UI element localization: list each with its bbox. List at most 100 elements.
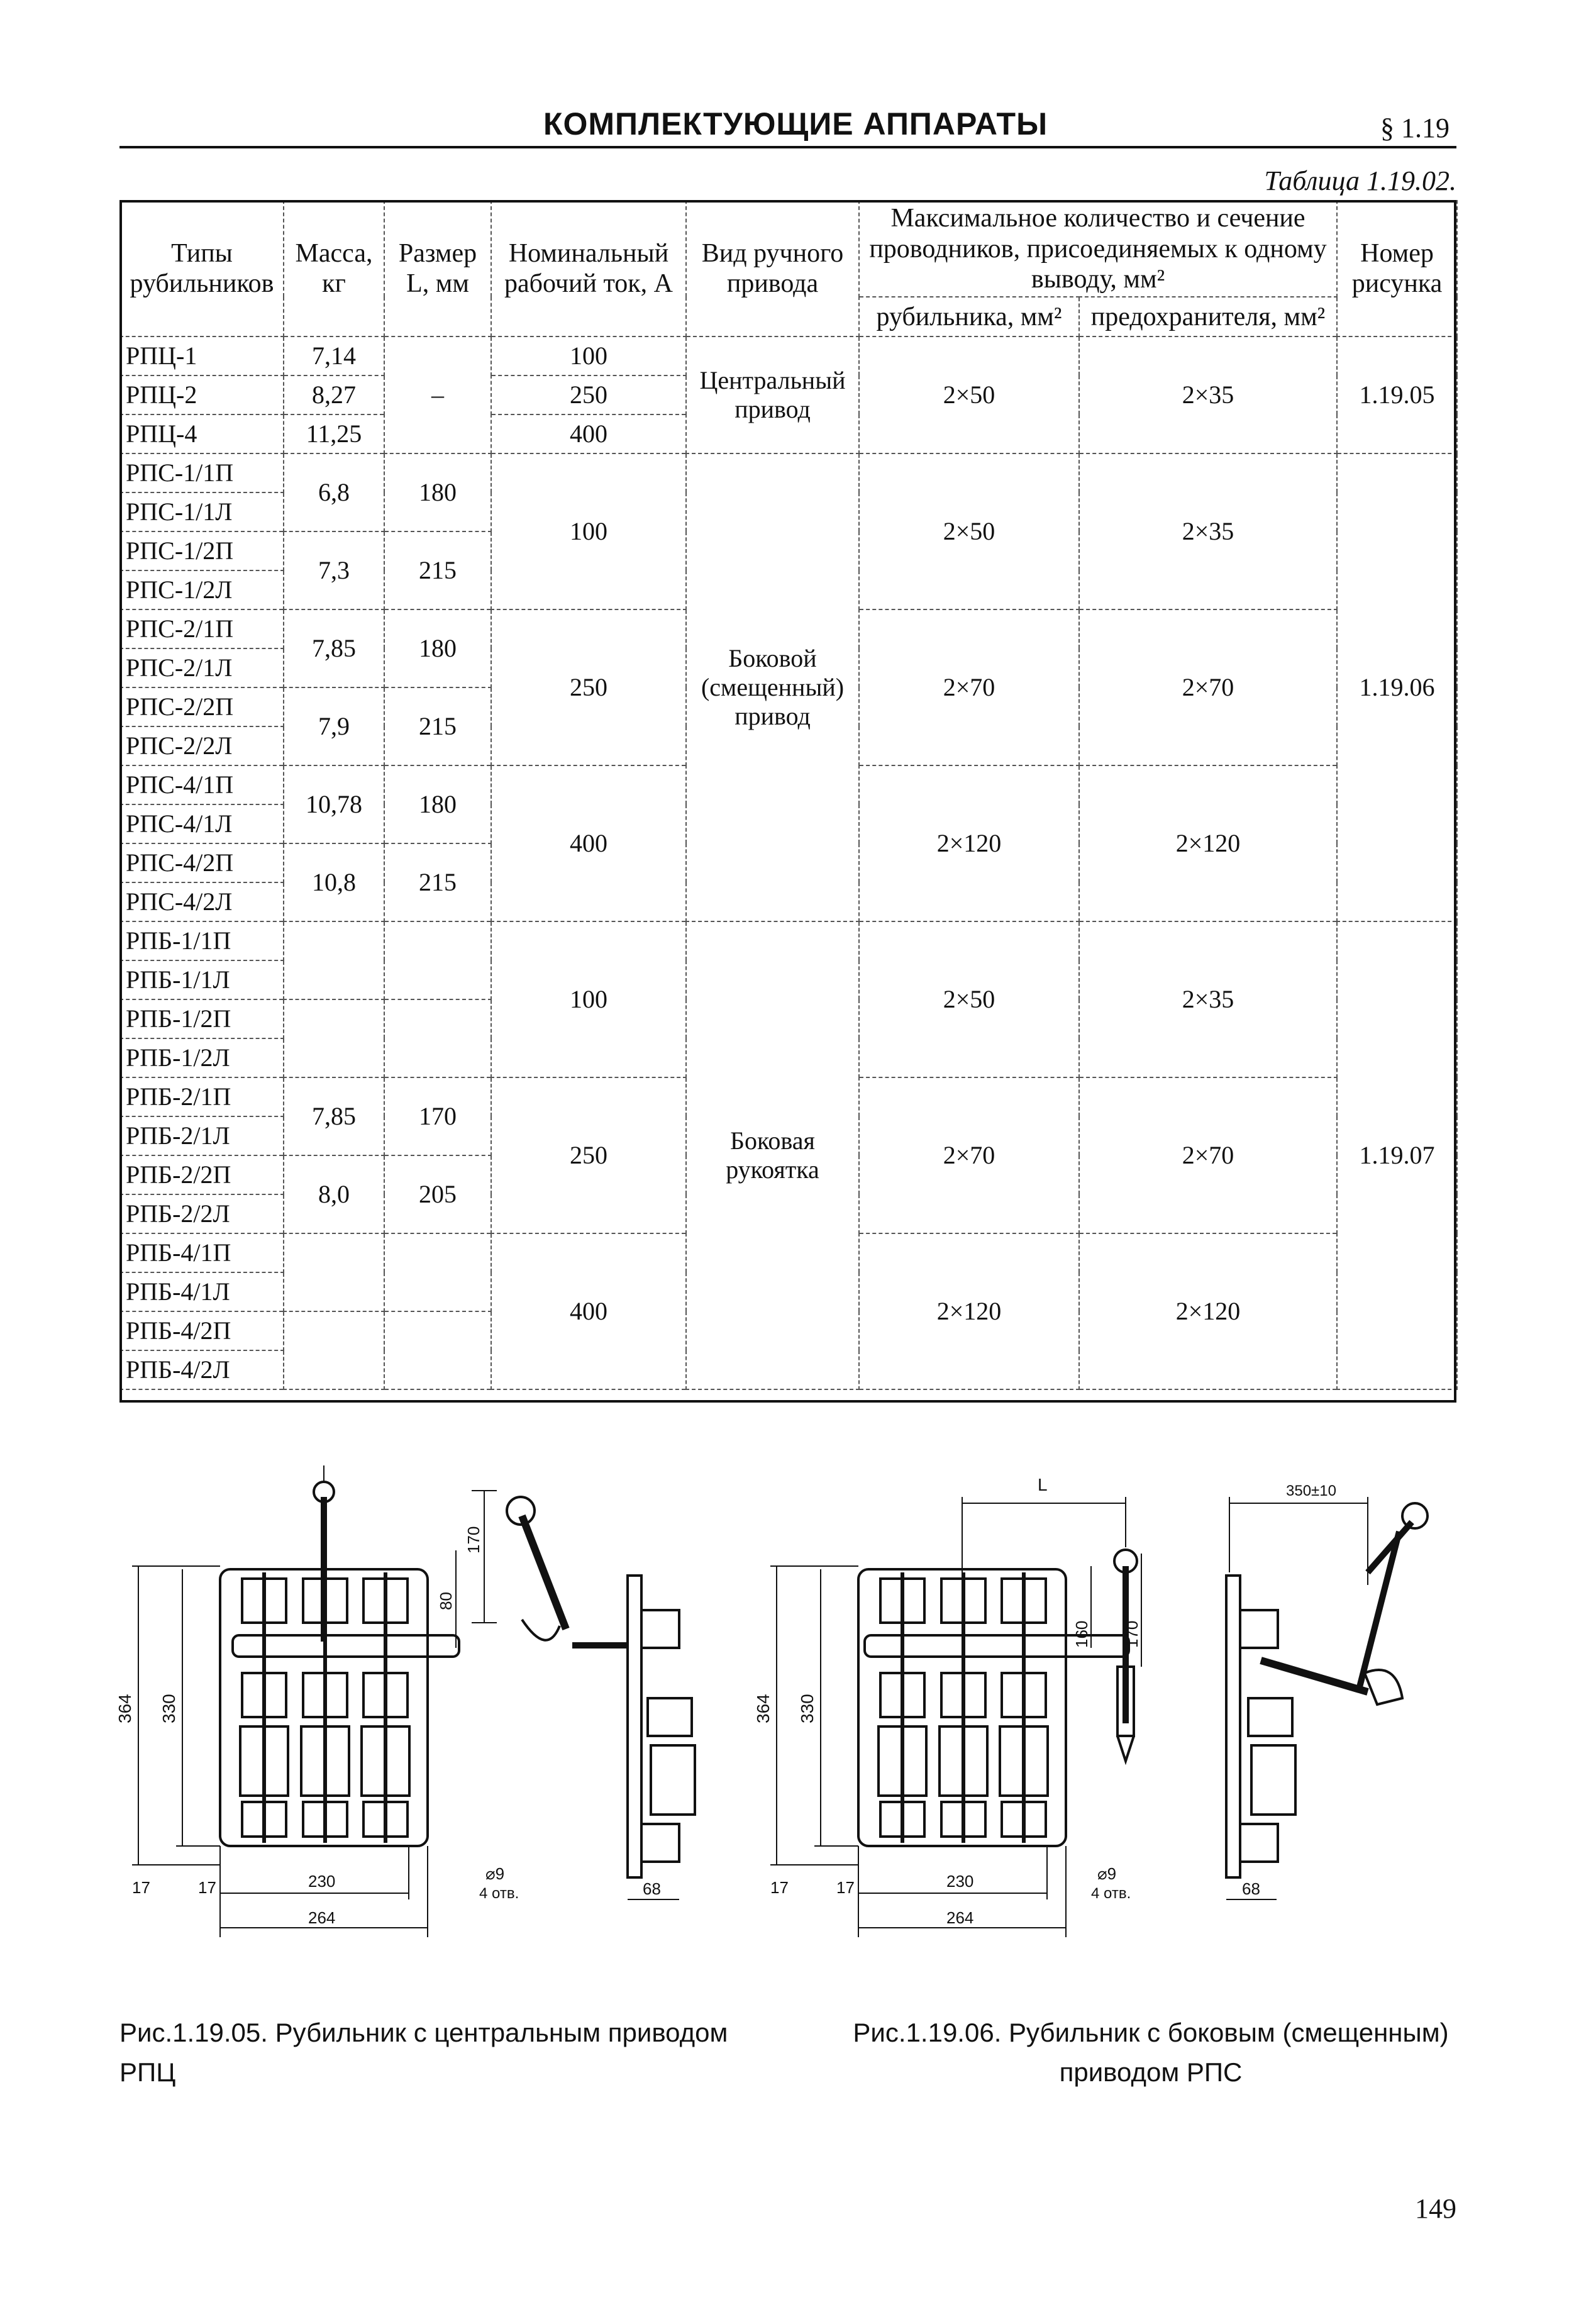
dim-17-b: 17 xyxy=(198,1878,216,1897)
cell-switch-section: 2×120 xyxy=(858,1233,1080,1390)
figure-2-caption: Рис.1.19.06. Рубильник с боковым (смещен… xyxy=(853,2018,1449,2087)
page-header-title: КОМПЛЕКТУЮЩИЕ АППАРАТЫ xyxy=(543,106,1048,142)
cell-size-empty xyxy=(384,999,492,1078)
cell-size-empty xyxy=(384,1311,492,1390)
table-row-type: РПС-4/1Л xyxy=(119,804,284,844)
cell-current: 100 xyxy=(491,921,687,1078)
table-row-type: РПБ-4/2П xyxy=(119,1311,284,1351)
dim-lines-left xyxy=(770,1565,858,1865)
cell-size: 215 xyxy=(384,843,492,922)
cell-size: 215 xyxy=(384,687,492,766)
cell-size: 170 xyxy=(384,1077,492,1156)
cell-switch-section: 2×50 xyxy=(858,453,1080,610)
drive-shaft xyxy=(231,1634,460,1658)
table-row-type: РПБ-1/1Л xyxy=(119,960,284,1000)
cell-fuse-section: 2×70 xyxy=(1078,1077,1338,1234)
cell-fuse-section: 2×70 xyxy=(1078,609,1338,766)
dim-230: 230 xyxy=(946,1872,973,1891)
table-row-type: РПС-1/1П xyxy=(119,453,284,493)
cell-switch-section: 2×70 xyxy=(858,609,1080,766)
cell-mass: 8,0 xyxy=(283,1155,385,1234)
dim-264: 264 xyxy=(308,1908,335,1927)
cell-mass: 7,9 xyxy=(283,687,385,766)
dim-lines-top xyxy=(962,1497,1368,1900)
table-row-type: РПБ-2/2П xyxy=(119,1155,284,1195)
cell-mass-empty xyxy=(283,921,385,1000)
table-row-type: РПС-2/1Л xyxy=(119,648,284,688)
page-header-section: § 1.19 xyxy=(1380,113,1450,143)
cell-figure: 1.19.05 xyxy=(1336,336,1458,454)
th-fuse: предохранителя, мм² xyxy=(1078,296,1338,337)
dim-lines-bottom xyxy=(858,1846,1067,1937)
cell-mass: 7,85 xyxy=(283,1077,385,1156)
cell-switch-section: 2×120 xyxy=(858,765,1080,922)
cell-drive: Боковой (смещенный) привод xyxy=(685,453,860,922)
table-row-type: РПБ-1/2Л xyxy=(119,1038,284,1078)
cell-size: 180 xyxy=(384,453,492,532)
cell-size: – xyxy=(384,336,492,454)
dim-350: 350±10 xyxy=(1286,1482,1336,1499)
table-row-type: РПЦ-4 xyxy=(119,414,284,454)
dim-68: 68 xyxy=(643,1879,661,1898)
table-row-type: РПС-4/2Л xyxy=(119,882,284,922)
dim-lines-left xyxy=(132,1565,220,1865)
dim-17-b: 17 xyxy=(836,1878,855,1897)
cell-mass: 11,25 xyxy=(283,414,385,454)
cell-mass: 7,85 xyxy=(283,609,385,688)
table-row-type: РПБ-2/1Л xyxy=(119,1116,284,1156)
hole-count: 4 отв. xyxy=(1091,1885,1131,1902)
hole-count: 4 отв. xyxy=(479,1885,519,1902)
pole-set xyxy=(877,1572,1049,1843)
dim-330: 330 xyxy=(797,1694,817,1723)
cell-mass: 10,78 xyxy=(283,765,385,844)
cell-figure: 1.19.07 xyxy=(1336,921,1458,1390)
dim-330: 330 xyxy=(159,1694,179,1723)
cell-switch-section: 2×50 xyxy=(858,921,1080,1078)
hole-diameter: ⌀9 xyxy=(485,1864,504,1883)
cell-mass: 6,8 xyxy=(283,453,385,532)
table-row-type: РПЦ-2 xyxy=(119,375,284,415)
hole-diameter: ⌀9 xyxy=(1097,1864,1116,1883)
cell-size-empty xyxy=(384,921,492,1000)
table-row-type: РПБ-1/2П xyxy=(119,999,284,1039)
cell-current: 250 xyxy=(491,1077,687,1234)
dim-170: 170 xyxy=(1123,1621,1141,1648)
table-row-type: РПБ-4/2Л xyxy=(119,1350,284,1390)
cell-current: 100 xyxy=(491,336,687,376)
cell-current: 400 xyxy=(491,765,687,922)
cell-fuse-section: 2×120 xyxy=(1078,1233,1338,1390)
table-caption: Таблица 1.19.02. xyxy=(1264,165,1456,196)
cell-size: 180 xyxy=(384,609,492,688)
table-row-type: РПБ-2/2Л xyxy=(119,1194,284,1234)
side-view xyxy=(506,1496,696,1879)
cell-switch-section: 2×50 xyxy=(858,336,1080,454)
table-row-type: РПС-2/1П xyxy=(119,609,284,649)
cell-size-empty xyxy=(384,1233,492,1312)
cell-current: 400 xyxy=(491,1233,687,1390)
th-types: Типы рубильников xyxy=(119,200,284,337)
side-view xyxy=(1225,1502,1429,1879)
cell-fuse-section: 2×35 xyxy=(1078,453,1338,610)
table-row-type: РПС-2/2Л xyxy=(119,726,284,766)
cell-mass: 8,27 xyxy=(283,375,385,415)
th-switch: рубильника, мм² xyxy=(858,296,1080,337)
cell-mass: 10,8 xyxy=(283,843,385,922)
cell-current: 100 xyxy=(491,453,687,610)
page-number: 149 xyxy=(1415,2193,1456,2224)
dim-364: 364 xyxy=(753,1694,773,1723)
table-row-type: РПС-4/2П xyxy=(119,843,284,883)
th-figure: Номер рисунка xyxy=(1336,200,1458,337)
cell-fuse-section: 2×35 xyxy=(1078,921,1338,1078)
table-row-type: РПС-1/2Л xyxy=(119,570,284,610)
dim-170: 170 xyxy=(464,1526,483,1554)
cell-size: 215 xyxy=(384,531,492,610)
table-row-type: РПБ-4/1Л xyxy=(119,1272,284,1312)
cell-mass: 7,3 xyxy=(283,531,385,610)
dim-17-a: 17 xyxy=(132,1878,150,1897)
cell-current: 400 xyxy=(491,414,687,454)
dim-80: 80 xyxy=(436,1592,455,1610)
cell-mass-empty xyxy=(283,999,385,1078)
figure-rpc-drawing: 364 330 17 17 230 264 ⌀9 4 отв. 170 80 6… xyxy=(115,1465,696,1937)
table-row-type: РПС-1/1Л xyxy=(119,492,284,532)
dim-364: 364 xyxy=(115,1694,135,1723)
